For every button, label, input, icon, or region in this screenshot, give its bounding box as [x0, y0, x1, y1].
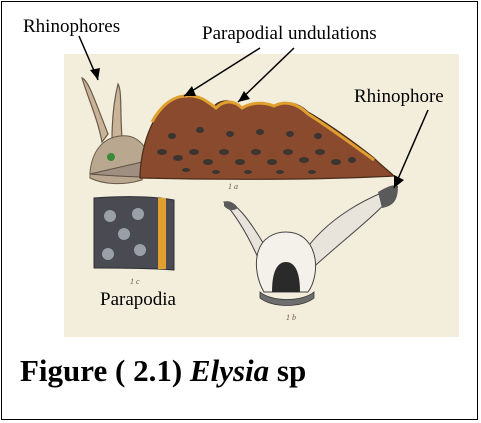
plate-mark-1a: 1 a: [228, 182, 238, 191]
caption-genus: Elysia: [190, 353, 269, 388]
label-parapodia: Parapodia: [100, 290, 176, 309]
plate-mark-1b: 1 b: [286, 313, 296, 322]
figure-caption: Figure ( 2.1) Elysia sp: [20, 355, 306, 386]
label-rhinophore: Rhinophore: [354, 87, 444, 106]
caption-suffix: sp: [269, 353, 306, 388]
label-rhinophores: Rhinophores: [23, 17, 120, 36]
slug-eye: [107, 153, 115, 161]
label-parapodial-undulations: Parapodial undulations: [202, 24, 377, 43]
caption-prefix: Figure ( 2.1): [20, 353, 190, 388]
parapodia-detail: [94, 197, 174, 270]
parapodia-orange-band: [158, 198, 166, 269]
plate-mark-1c: 1 c: [130, 277, 140, 286]
